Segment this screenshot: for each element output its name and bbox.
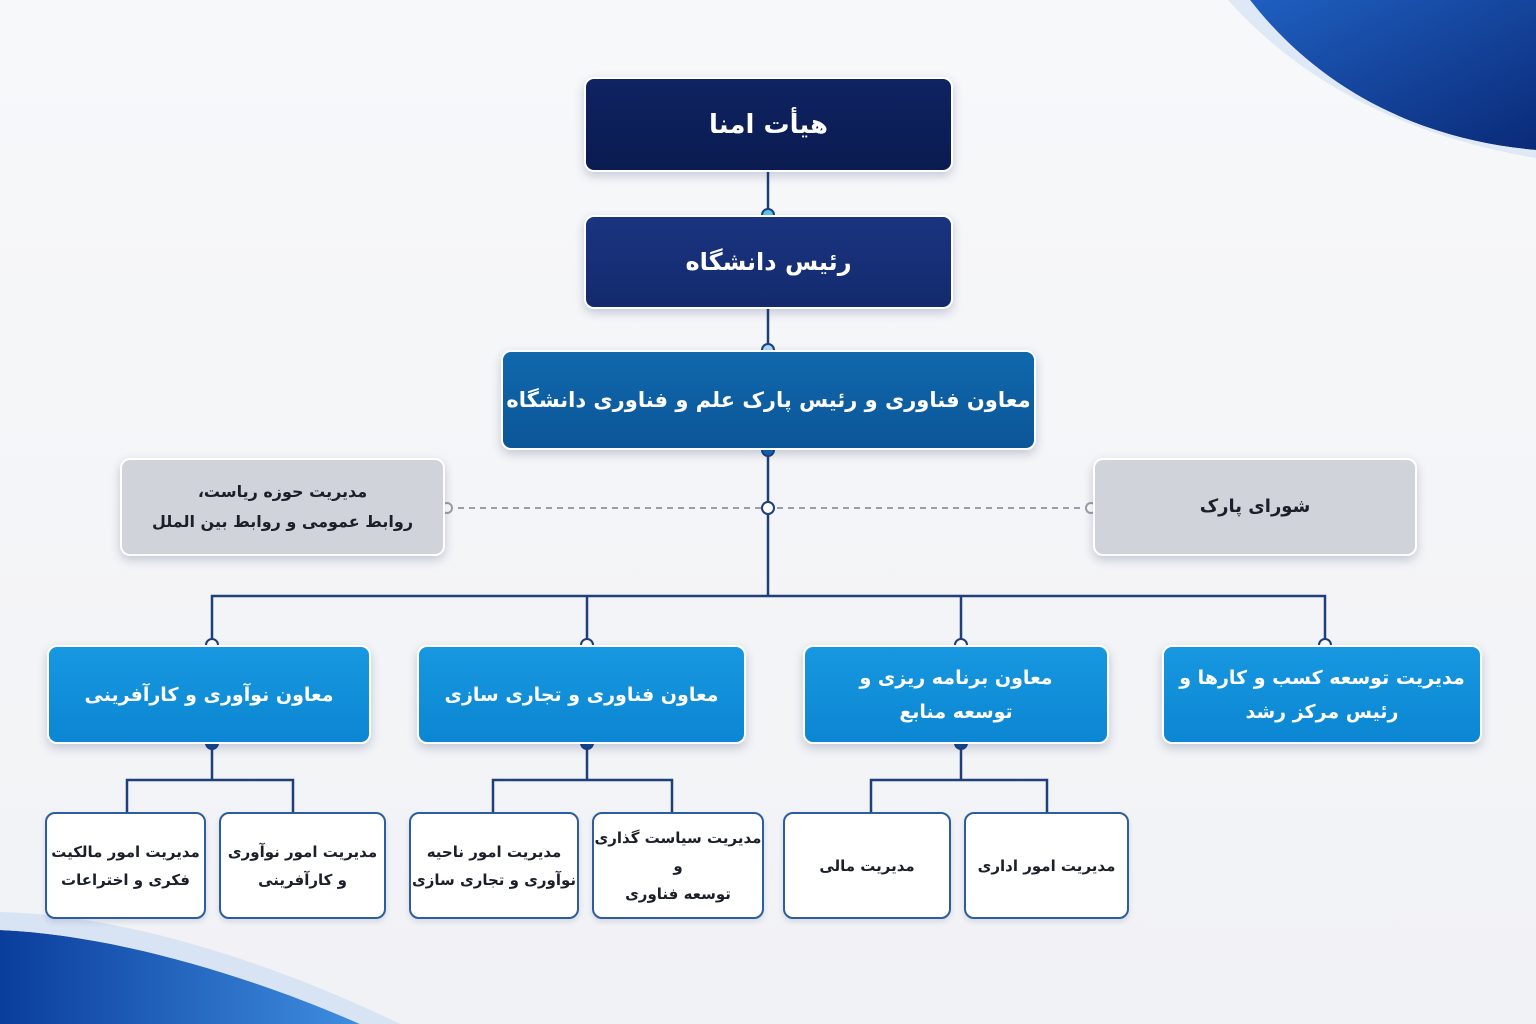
unit-label-line2: و کارآفرینی xyxy=(258,870,347,889)
unit-box-innovation-district: مدیریت امور ناحیه نوآوری و تجاری سازی xyxy=(409,812,579,919)
unit-box-innovation-entrepreneurship: مدیریت امور نوآوری و کارآفرینی xyxy=(219,812,386,919)
deputy-label-line1: مدیریت توسعه کسب و کارها و xyxy=(1179,666,1465,689)
university-president-box: رئیس دانشگاه xyxy=(584,215,953,309)
deputy-box-innovation: معاون نوآوری و کارآفرینی xyxy=(47,645,371,744)
deputy-label-line2: توسعه منابع xyxy=(899,700,1013,723)
park-council-label: شورای پارک xyxy=(1199,496,1311,517)
park-council-box: شورای پارک xyxy=(1093,458,1417,556)
deputy-label-line1: معاون فناوری و تجاری سازی xyxy=(444,683,719,706)
deputy-label-line1: معاون برنامه ریزی و xyxy=(859,666,1053,689)
deputy-label-line2: رئیس مرکز رشد xyxy=(1245,700,1399,723)
university-president-label: رئیس دانشگاه xyxy=(685,248,852,276)
unit-box-administrative: مدیریت امور اداری xyxy=(964,812,1129,919)
unit-label-line1: مدیریت امور مالکیت xyxy=(51,842,200,861)
unit-label-line1: مدیریت امور نوآوری xyxy=(227,842,378,861)
unit-label-line1: مدیریت سیاست گذاری و xyxy=(594,828,762,875)
deputy-label-line1: معاون نوآوری و کارآفرینی xyxy=(84,683,334,706)
unit-label-line1: مدیریت امور اداری xyxy=(977,856,1116,875)
presidential-affairs-line1: مدیریت حوزه ریاست، xyxy=(197,482,368,501)
unit-box-financial: مدیریت مالی xyxy=(783,812,951,919)
unit-label-line2: نوآوری و تجاری سازی xyxy=(411,870,577,889)
unit-label-line2: توسعه فناوری xyxy=(625,884,731,903)
deputy-box-technology: معاون فناوری و تجاری سازی xyxy=(417,645,746,744)
deputy-box-business-development: مدیریت توسعه کسب و کارها و رئیس مرکز رشد xyxy=(1162,645,1482,744)
board-of-trustees-label: هیأت امنا xyxy=(709,109,828,140)
unit-label-line1: مدیریت مالی xyxy=(819,856,915,875)
unit-box-intellectual-property: مدیریت امور مالکیت فکری و اختراعات xyxy=(45,812,206,919)
vice-president-box: معاون فناوری و رئیس پارک علم و فناوری دا… xyxy=(501,350,1036,450)
unit-label-line1: مدیریت امور ناحیه xyxy=(426,842,562,861)
unit-label-line2: فکری و اختراعات xyxy=(61,870,190,889)
board-of-trustees-box: هیأت امنا xyxy=(584,77,953,172)
vice-president-label: معاون فناوری و رئیس پارک علم و فناوری دا… xyxy=(506,388,1031,412)
unit-box-technology-policy: مدیریت سیاست گذاری و توسعه فناوری xyxy=(592,812,764,919)
presidential-affairs-box: مدیریت حوزه ریاست، روابط عمومی و روابط ب… xyxy=(120,458,445,556)
presidential-affairs-line2: روابط عمومی و روابط بین الملل xyxy=(151,512,414,531)
deputy-box-planning: معاون برنامه ریزی و توسعه منابع xyxy=(803,645,1109,744)
